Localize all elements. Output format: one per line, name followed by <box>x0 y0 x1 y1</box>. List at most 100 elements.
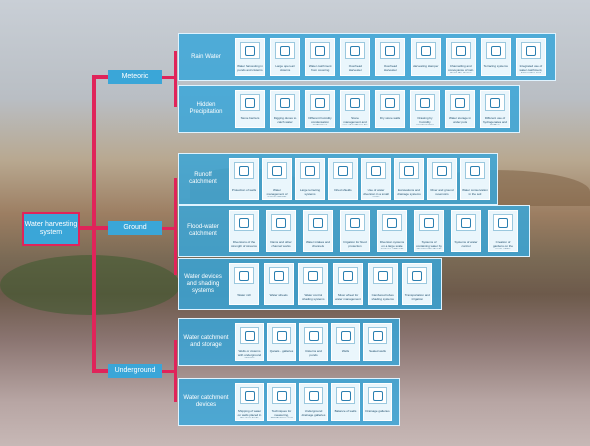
technique-card: Water catchment from covering <box>305 38 336 76</box>
group-title: Rain Water <box>191 53 221 60</box>
technique-caption: Water intakes and channels <box>305 241 331 248</box>
technique-illustration-icon <box>333 162 353 179</box>
technique-card: Cambered tubes shading systems <box>367 263 398 305</box>
technique-caption: River and ground reservoirs <box>430 189 454 196</box>
technique-caption: Water catchment from covering <box>308 65 332 72</box>
technique-illustration-icon <box>380 42 401 59</box>
technique-card: Integrated use of water catchment, harve… <box>515 38 546 76</box>
group-title: Runoff catchment <box>189 172 217 185</box>
technique-illustration-icon <box>415 42 436 59</box>
technique-card: Sealed wells <box>363 323 392 361</box>
technique-illustration-icon <box>234 267 254 284</box>
technique-caption: Water conservation in the soil <box>462 189 488 196</box>
technique-illustration-icon <box>304 327 323 344</box>
connector-underground-groups <box>162 370 176 373</box>
technique-illustration-icon <box>272 387 291 404</box>
technique-caption: Water storage in under pots <box>449 117 471 124</box>
technique-card: Balance of wells <box>331 383 360 421</box>
technique-caption: Stone management and use of surfaces for… <box>342 117 368 125</box>
technique-caption: Large terracing systems <box>299 189 321 196</box>
technique-card: River and ground reservoirs <box>427 158 457 200</box>
technique-illustration-icon <box>493 214 513 231</box>
technique-card: Diversion systems on a large scale and u… <box>377 210 407 252</box>
technique-caption: Overhead Harvester <box>348 65 362 72</box>
technique-caption: Dry stone walls <box>379 117 401 120</box>
technique-caption: Silver wheel for water management <box>335 294 361 301</box>
technique-card: Water mill <box>229 263 259 305</box>
technique-caption: Water management of terraced fields <box>266 189 288 197</box>
connector-underground-vertical <box>174 340 177 402</box>
technique-caption: Large open-air cisterns <box>275 65 295 72</box>
technique-caption: Dried shields <box>334 189 352 192</box>
technique-card: Large open-air cisterns <box>270 38 301 76</box>
technique-illustration-icon <box>407 267 428 284</box>
technique-card: Overhead Harvester <box>340 38 371 76</box>
technique-illustration-icon <box>240 42 260 59</box>
connector-meteoric <box>92 75 108 79</box>
technique-illustration-icon <box>240 94 260 111</box>
technique-illustration-icon <box>304 387 323 404</box>
technique-illustration-icon <box>366 162 386 179</box>
technique-illustration-icon <box>240 327 259 344</box>
technique-caption: Excavations and drainage systems <box>397 189 421 196</box>
technique-illustration-icon <box>419 214 439 231</box>
technique-caption: Wells or cisterns with underground ciste… <box>237 350 262 358</box>
technique-card: Systems of containing water by cleaning … <box>414 210 444 252</box>
technique-caption: Balance of wells <box>334 410 357 413</box>
group-title: Water catchment devices <box>183 395 229 408</box>
connector-ground-groups <box>162 227 176 230</box>
technique-illustration-icon <box>310 94 330 111</box>
group-title: Water catchment and storage <box>183 335 229 348</box>
technique-card: Overhead Harvester <box>375 38 406 76</box>
technique-illustration-icon <box>372 267 393 284</box>
technique-caption: Wells <box>341 350 350 353</box>
technique-caption: Integrated use of water catchment, harve… <box>519 65 543 73</box>
technique-illustration-icon <box>310 42 331 59</box>
technique-illustration-icon <box>485 94 505 111</box>
technique-card: Water storage in under pots <box>445 90 475 128</box>
technique-card: Water conservation in the soil <box>460 158 490 200</box>
technique-illustration-icon <box>368 387 387 404</box>
technique-illustration-icon <box>345 214 365 231</box>
technique-card: Different humidity condensation techniqu… <box>305 90 335 128</box>
technique-card: Large terracing systems <box>295 158 325 200</box>
technique-illustration-icon <box>336 327 355 344</box>
technique-caption: Drawing by humidity condensation <box>416 117 434 125</box>
technique-illustration-icon <box>271 214 291 231</box>
technique-caption: Water control shading systems <box>302 294 325 301</box>
technique-illustration-icon <box>382 214 402 231</box>
technique-card: Dams and other channel works <box>266 210 296 252</box>
technique-illustration-icon <box>465 162 485 179</box>
technique-caption: Digging dunes to catch water <box>273 117 297 124</box>
technique-caption: Diversions of the strength of streams <box>231 241 257 248</box>
technique-caption: Channelling and conveyance of rain along… <box>448 65 474 73</box>
technique-card: Protection of wells <box>229 158 259 200</box>
technique-card: Stone management and use of surfaces for… <box>340 90 370 128</box>
technique-card: Dry stone walls <box>375 90 405 128</box>
technique-card: Transportation and irrigation <box>402 263 433 305</box>
technique-illustration-icon <box>399 162 419 179</box>
technique-illustration-icon <box>308 214 328 231</box>
technique-caption: Drainage galleries <box>365 410 390 413</box>
connector-trunk <box>92 76 96 372</box>
technique-card: Water management of terraced fields <box>262 158 292 200</box>
technique-caption: Different humidity condensation techniqu… <box>308 117 332 125</box>
technique-illustration-icon <box>485 42 506 59</box>
connector-meteoric-groups <box>162 76 176 79</box>
technique-illustration-icon <box>336 387 355 404</box>
technique-illustration-icon <box>275 42 296 59</box>
technique-caption: Systems of water control <box>454 241 478 248</box>
technique-caption: Dams and other channel works <box>270 241 292 248</box>
technique-caption: Cambered tubes shading systems <box>371 294 394 301</box>
technique-card: Drawing by humidity condensation <box>410 90 440 128</box>
technique-caption: Diversion systems on a large scale and u… <box>379 241 405 249</box>
technique-caption: Harvesting Hamper <box>412 65 439 68</box>
technique-card: Digging dunes to catch water <box>270 90 300 128</box>
connector-ground-vertical <box>174 178 177 275</box>
technique-illustration-icon <box>275 94 295 111</box>
connector-underground <box>92 369 108 373</box>
technique-illustration-icon <box>240 387 259 404</box>
